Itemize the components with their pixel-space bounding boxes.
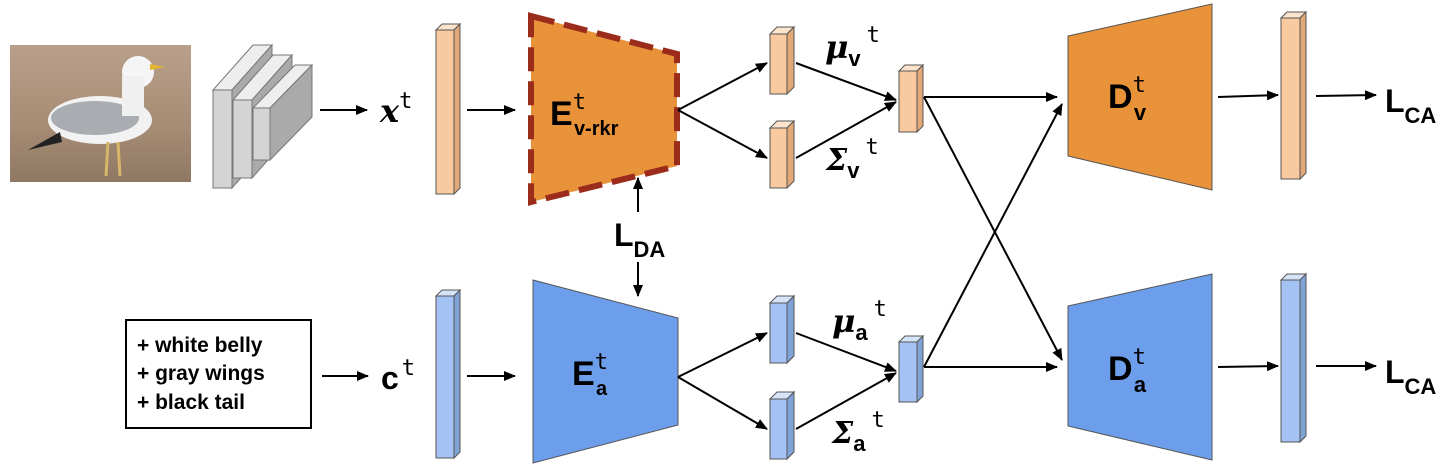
mu-v-bar bbox=[768, 25, 796, 96]
mu-a-label: μat bbox=[832, 297, 887, 345]
latent-a-bar bbox=[897, 334, 925, 404]
arrow bbox=[1217, 361, 1279, 372]
visual-encoder bbox=[528, 12, 680, 206]
attribute-line: + black tail bbox=[137, 391, 245, 414]
cross-alignment-loss-bottom-label: LCA bbox=[1385, 354, 1436, 399]
arrow bbox=[1217, 90, 1279, 101]
arrow bbox=[677, 62, 768, 111]
attribute-feature-bar bbox=[434, 288, 462, 460]
arrow bbox=[677, 109, 768, 159]
arrows bbox=[320, 62, 1377, 430]
sigma-a-label: Σat bbox=[831, 408, 885, 456]
latent-v-bar bbox=[897, 63, 925, 134]
arrow bbox=[795, 62, 897, 101]
conv-feature-extractor bbox=[211, 43, 314, 190]
cross-alignment-loss-top-label: LCA bbox=[1385, 83, 1436, 128]
mu-v-label: μvt bbox=[825, 23, 880, 71]
visual-feature-bar bbox=[434, 22, 462, 196]
arrow bbox=[677, 332, 768, 378]
seagull-photo bbox=[10, 45, 191, 182]
visual-input-label: xt bbox=[379, 89, 412, 130]
attribute-reconstruction-bar bbox=[1279, 272, 1308, 444]
sigma-v-bar bbox=[768, 119, 796, 190]
attribute-line: + white belly bbox=[137, 334, 263, 357]
arrow bbox=[1315, 90, 1377, 101]
arrow bbox=[795, 372, 897, 430]
attribute-text-box: + white belly + gray wings + black tail bbox=[125, 319, 312, 429]
sigma-a-bar bbox=[768, 390, 796, 461]
arrow bbox=[923, 96, 1063, 361]
mu-a-bar bbox=[768, 294, 796, 365]
arrow bbox=[795, 332, 897, 372]
arrow bbox=[923, 103, 1063, 368]
arrow bbox=[677, 376, 768, 430]
attribute-decoder bbox=[1067, 273, 1213, 461]
attribute-encoder bbox=[532, 279, 679, 464]
distribution-alignment-loss-label: LDA bbox=[614, 217, 665, 262]
attribute-line: + gray wings bbox=[137, 362, 265, 385]
visual-decoder bbox=[1067, 3, 1213, 191]
sigma-v-label: Σvt bbox=[825, 135, 879, 183]
arrow bbox=[795, 101, 897, 159]
visual-reconstruction-bar bbox=[1279, 10, 1308, 181]
